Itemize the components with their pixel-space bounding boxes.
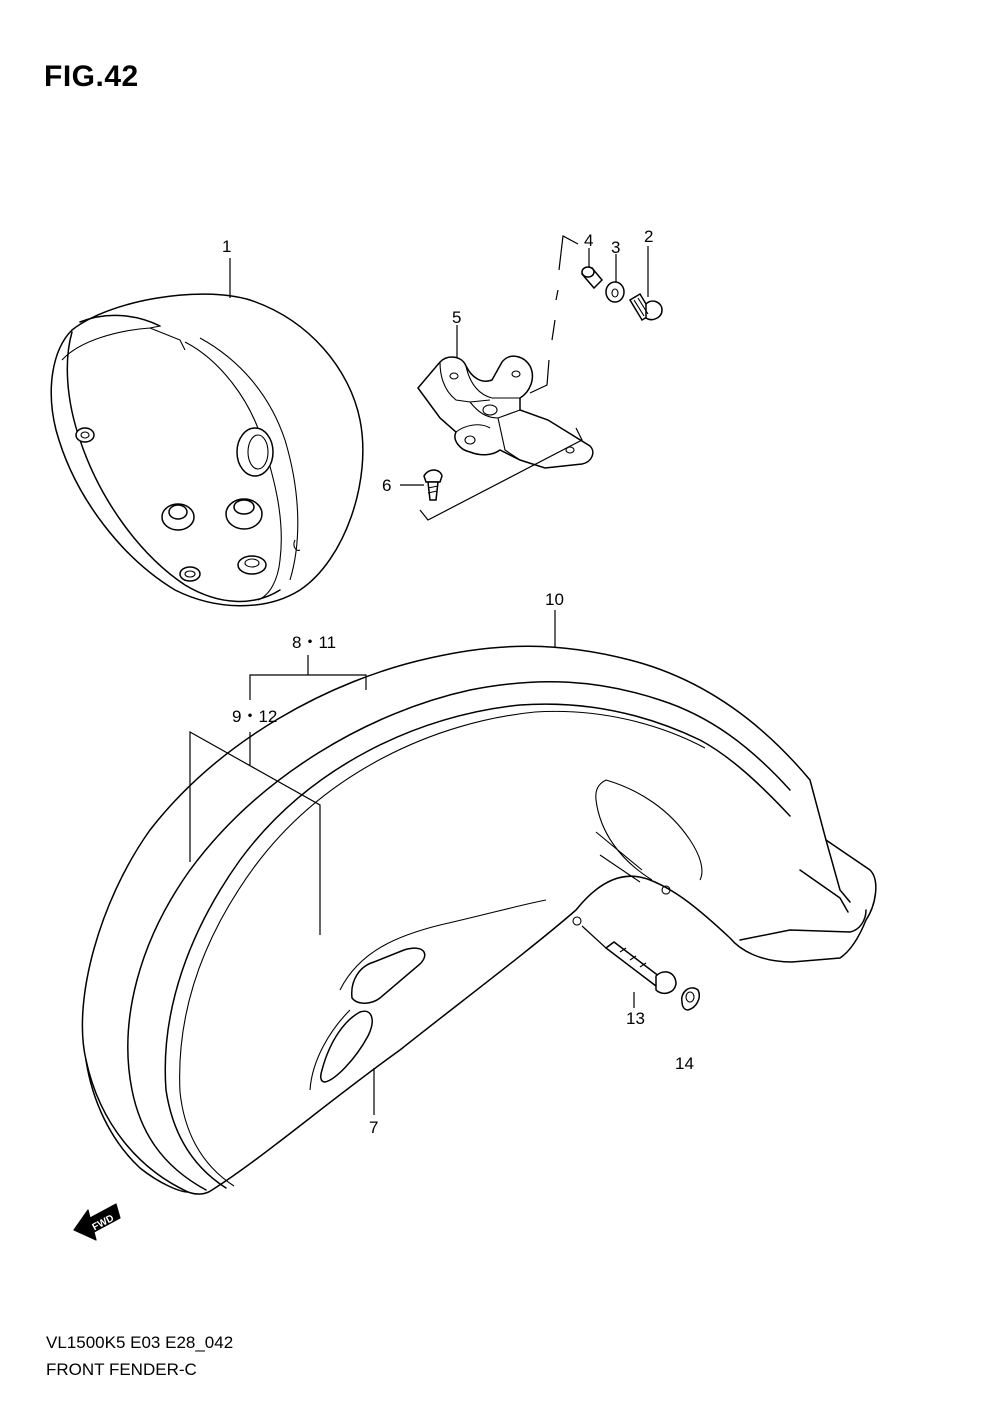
fwd-arrow-icon: FWD [73, 1203, 121, 1241]
washer-part-14[interactable] [681, 987, 700, 1011]
headlight-housing-part-1[interactable] [50, 293, 364, 607]
bolt-part-2[interactable] [628, 292, 663, 322]
callout-10: 10 [545, 590, 564, 609]
assembly-name: FRONT FENDER-C [46, 1360, 197, 1379]
callout-2: 2 [644, 227, 653, 246]
screw-part-6[interactable] [423, 469, 443, 501]
front-fender-part-7[interactable] [81, 645, 877, 1195]
callout-4: 4 [584, 231, 593, 250]
callout-13: 13 [626, 1009, 645, 1028]
figure-title: FIG.42 [44, 60, 139, 93]
callout-14: 14 [675, 1054, 694, 1073]
collar-part-4[interactable] [580, 266, 604, 290]
callout-5: 5 [452, 308, 461, 327]
callout-6: 6 [382, 476, 391, 495]
callout-7: 7 [369, 1118, 378, 1137]
callout-3: 3 [611, 238, 620, 257]
callout-labels: 1 2 3 4 5 6 7 8・11 9・12 10 13 14 [222, 227, 694, 1137]
leader-lines [189, 235, 649, 1115]
callout-1: 1 [222, 237, 231, 256]
bracket-part-5[interactable] [417, 355, 594, 469]
washer-part-3[interactable] [605, 281, 625, 303]
callout-8-11: 8・11 [292, 633, 336, 652]
bolt-part-13[interactable] [604, 941, 677, 995]
model-code: VL1500K5 E03 E28_042 [46, 1333, 234, 1352]
callout-9-12: 9・12 [232, 707, 277, 726]
